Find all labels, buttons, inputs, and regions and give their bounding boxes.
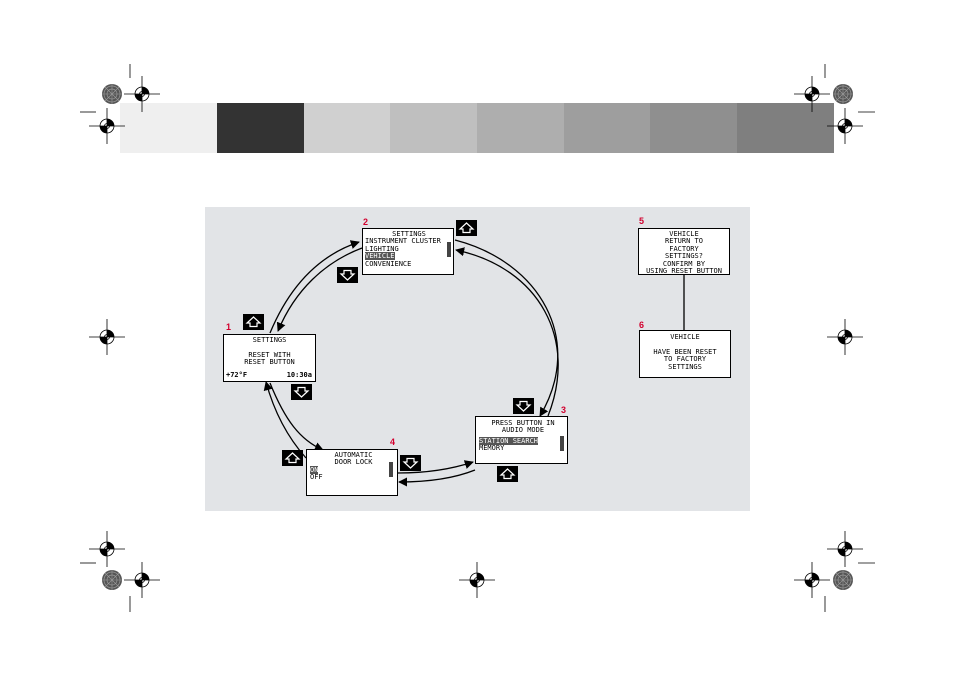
color-band-1 [120,103,217,153]
arrow-up-button [497,466,518,482]
screen-line: VEHICLE [670,333,700,341]
step-number: 2 [363,217,369,227]
screen-line: PRESS BUTTON IN [491,419,555,427]
screen-line: DOOR LOCK [334,458,373,467]
arrow-up-icon [499,468,516,480]
screen-line: FACTORY [669,244,699,253]
color-band-3 [304,103,390,153]
screen-line: SETTINGS? [665,252,703,261]
screen-line: RETURN TO [665,237,703,246]
screen-line: RESET BUTTON [244,358,295,367]
arrow-down-button [337,267,358,283]
menu-item-instrument-cluster: INSTRUMENT CLUSTER [365,237,441,246]
arrow-down-button [400,455,421,471]
color-band-6 [564,103,650,153]
display-screen-5: VEHICLE RETURN TO FACTORY SETTINGS? CONF… [638,228,730,275]
color-band-2 [217,103,304,153]
step-number: 5 [639,216,645,226]
screen-line: SETTINGS [252,336,287,344]
color-band-8 [737,103,834,153]
menu-item-vehicle-selected: VEHICLE [365,252,395,261]
menu-item-lighting: LIGHTING [365,244,399,253]
menu-item-convenience: CONVENIENCE [365,259,412,268]
color-band-5 [477,103,564,153]
display-screen-4: AUTOMATIC DOOR LOCK ON OFF [306,449,398,496]
step-number: 4 [390,437,396,447]
screen-line: AUTOMATIC [334,451,373,459]
screen-line: AUDIO MODE [501,426,545,435]
arrow-down-icon [515,400,532,412]
step-number: 1 [226,322,232,332]
arrow-up-button [282,450,303,466]
step-number: 6 [639,320,645,330]
screen-line: USING RESET BUTTON [646,267,722,276]
menu-item-station-search-selected: STATION SEARCH [479,436,539,445]
arrow-up-icon [245,316,262,328]
display-screen-3: PRESS BUTTON IN AUDIO MODE STATION SEARC… [475,416,568,464]
screen-line: VEHICLE [669,230,699,238]
display-screen-1: SETTINGS RESET WITH RESET BUTTON +72°F 1… [223,334,316,382]
clock-readout: 10:30a [286,370,312,379]
color-band-7 [650,103,737,153]
arrow-down-icon [402,457,419,469]
menu-item-memory: MEMORY [479,444,505,453]
arrow-up-button [456,220,477,236]
scroll-indicator [447,242,451,257]
option-on-selected: ON [310,465,319,474]
arrow-down-button [291,384,312,400]
scroll-indicator [560,436,564,451]
display-screen-2: SETTINGS INSTRUMENT CLUSTER LIGHTING VEH… [362,228,454,275]
color-band-4 [390,103,477,153]
temperature-readout: +72°F [226,370,248,379]
screen-line: SETTINGS [392,230,426,238]
arrow-up-icon [284,452,301,464]
arrow-up-icon [458,222,475,234]
screen-line: CONFIRM BY [662,259,706,268]
scroll-indicator [389,462,393,477]
screen-line: HAVE BEEN RESET [653,347,717,356]
arrow-down-icon [293,386,310,398]
screen-line: TO FACTORY [663,355,707,364]
screen-line: SETTINGS [668,362,702,371]
option-off: OFF [310,473,323,482]
screen-line: RESET WITH [248,350,291,359]
arrow-up-button [243,314,264,330]
display-screen-6: VEHICLE HAVE BEEN RESET TO FACTORY SETTI… [639,330,731,378]
step-number: 3 [561,405,567,415]
arrow-down-icon [339,269,356,281]
arrow-down-button [513,398,534,414]
